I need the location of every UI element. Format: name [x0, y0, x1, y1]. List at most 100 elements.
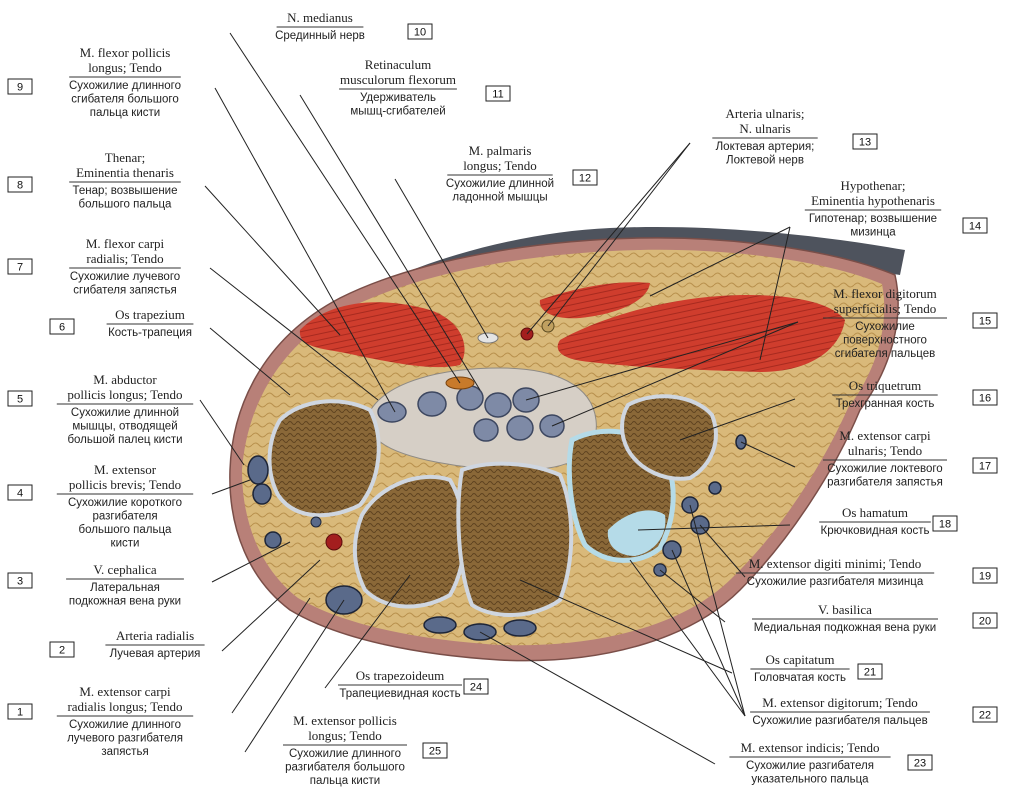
label-13: Arteria ulnaris;N. ulnarisЛоктевая артер… [712, 106, 877, 167]
label-latin-line: M. flexor pollicis [80, 45, 171, 60]
label-latin-line: M. extensor carpi [839, 428, 931, 443]
label-number: 3 [17, 576, 23, 588]
label-russian-line: Локтевая артерия; [716, 141, 815, 153]
label-latin-line: V. basilica [818, 602, 872, 617]
radial-artery [326, 534, 342, 550]
label-number: 25 [429, 746, 441, 758]
label-russian-line: Латеральная [90, 582, 160, 594]
label-number: 2 [59, 645, 65, 657]
label-russian-line: Локтевой нерв [726, 155, 804, 167]
label-russian-line: Трехгранная кость [836, 398, 935, 410]
label-russian-line: сгибателя большого [71, 94, 179, 106]
label-number: 1 [17, 707, 23, 719]
label-russian-line: Крючковидная кость [821, 525, 930, 537]
label-russian-line: Сухожилие длинной [446, 178, 554, 190]
label-4: M. extensorpollicis brevis; TendoСухожил… [8, 462, 193, 550]
label-latin-line: Os hamatum [842, 505, 908, 520]
label-22: M. extensor digitorum; TendoСухожилие ра… [750, 695, 997, 727]
wrist-cross-section [230, 227, 905, 661]
label-russian-line: подкожная вена руки [69, 596, 181, 608]
label-latin-line: M. abductor [93, 372, 157, 387]
label-russian-line: сгибателя пальцев [835, 348, 935, 360]
label-russian-line: Удерживатель [360, 92, 436, 104]
label-latin-line: M. extensor pollicis [293, 713, 397, 728]
label-latin-line: V. cephalica [93, 562, 157, 577]
label-number: 8 [17, 180, 23, 192]
label-number: 24 [470, 682, 482, 694]
label-russian-line: Медиальная подкожная вена руки [754, 622, 936, 634]
label-russian-line: Трапециевидная кость [339, 688, 460, 700]
label-russian-line: Лучевая артерия [110, 648, 201, 660]
label-russian-line: Сухожилие короткого [68, 497, 182, 509]
label-latin-line: radialis longus; Tendo [67, 699, 182, 714]
label-18: Os hamatumКрючковидная кость18 [819, 505, 957, 537]
label-russian-line: лучевого разгибателя [67, 733, 183, 745]
label-latin-line: ulnaris; Tendo [848, 443, 922, 458]
label-number: 10 [414, 27, 426, 39]
label-russian-line: запястья [101, 746, 148, 758]
label-latin-line: superficialis; Tendo [834, 301, 936, 316]
label-russian-line: Сухожилие разгибателя [746, 760, 874, 772]
label-russian-line: Сухожилие локтевого [827, 463, 942, 475]
label-russian-line: разгибателя запястья [827, 477, 943, 489]
label-number: 21 [864, 667, 876, 679]
label-russian-line: ладонной мышцы [452, 192, 547, 204]
label-russian-line: мышц-сгибателей [350, 106, 445, 118]
capitate-bone [458, 464, 571, 615]
label-number: 19 [979, 571, 991, 583]
label-12: M. palmarislongus; TendoСухожилие длинно… [446, 143, 597, 204]
label-latin-line: pollicis longus; Tendo [67, 387, 182, 402]
label-1: M. extensor carpiradialis longus; TendoС… [8, 684, 193, 758]
cephalic-vein [311, 517, 321, 527]
label-number: 20 [979, 616, 991, 628]
leader-line-1 [232, 598, 310, 713]
label-latin-line: Thenar; [105, 150, 145, 165]
label-number: 23 [914, 758, 926, 770]
label-latin-line: longus; Tendo [88, 60, 162, 75]
label-latin-line: Eminentia thenaris [76, 165, 174, 180]
label-number: 14 [969, 221, 981, 233]
label-latin-line: N. ulnaris [739, 121, 790, 136]
label-latin-line: Arteria radialis [116, 628, 194, 643]
label-latin-line: M. palmaris [469, 143, 532, 158]
label-russian-line: Сухожилие лучевого [70, 271, 180, 283]
label-6: Os trapeziumКость-трапеция6 [50, 307, 193, 339]
label-latin-line: Os capitatum [766, 652, 835, 667]
label-number: 6 [59, 322, 65, 334]
label-number: 4 [17, 488, 23, 500]
trapezium-bone [270, 401, 379, 515]
label-latin-line: longus; Tendo [463, 158, 537, 173]
label-russian-line: пальца кисти [310, 775, 380, 787]
label-russian-line: Сухожилие разгибателя пальцев [752, 715, 927, 727]
label-number: 22 [979, 710, 991, 722]
label-russian-line: указательного пальца [751, 774, 869, 786]
label-russian-line: Сухожилие длинной [71, 407, 179, 419]
label-russian-line: Кость-трапеция [108, 327, 192, 339]
label-russian-line: Головчатая кость [754, 672, 846, 684]
label-number: 11 [492, 89, 503, 101]
label-19: M. extensor digiti minimi; TendoСухожили… [736, 556, 997, 588]
label-11: Retinaculummusculorum flexorumУдерживате… [339, 57, 510, 118]
label-latin-line: Hypothenar; [841, 178, 906, 193]
label-latin-line: musculorum flexorum [340, 72, 456, 87]
label-russian-line: разгибателя большого [285, 762, 405, 774]
label-russian-line: Сухожилие длинного [289, 748, 401, 760]
label-russian-line: большого пальца [79, 199, 172, 211]
label-latin-line: M. flexor digitorum [833, 286, 937, 301]
label-russian-line: мышцы, отводящей [72, 421, 177, 433]
label-latin-line: radialis; Tendo [86, 251, 163, 266]
label-russian-line: Сухожилие длинного [69, 719, 181, 731]
label-latin-line: pollicis brevis; Tendo [69, 477, 181, 492]
label-russian-line: разгибателя [92, 511, 157, 523]
label-russian-line: Срединный нерв [275, 30, 365, 42]
label-number: 5 [17, 394, 23, 406]
label-russian-line: сгибателя запястья [73, 285, 176, 297]
